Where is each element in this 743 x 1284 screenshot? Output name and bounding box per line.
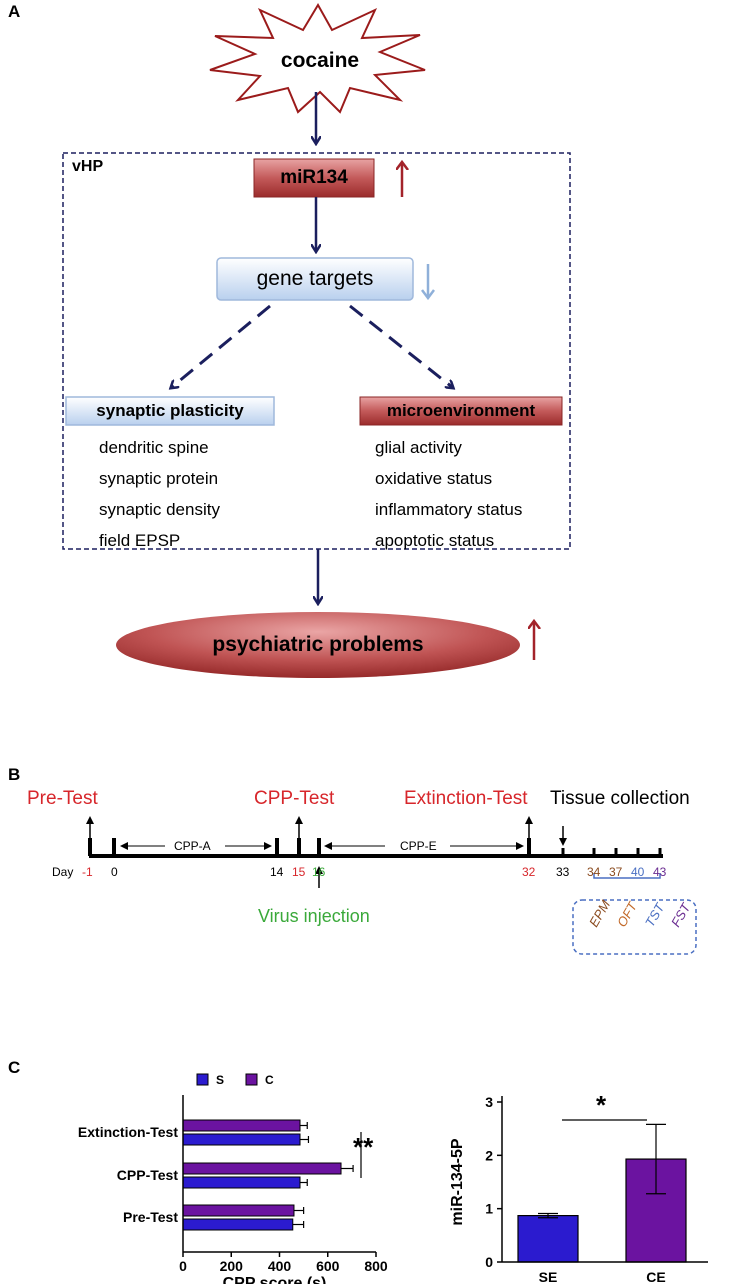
gene-targets-label: gene targets (256, 267, 374, 290)
category-label: Pre-Test (123, 1209, 178, 1225)
panel-c-letter: C (8, 1058, 21, 1077)
y-tick-label: 0 (485, 1254, 493, 1270)
list-item: apoptotic status (375, 531, 495, 550)
day-tick-label: 16 (312, 865, 326, 879)
synaptic-plasticity-label: synaptic plasticity (96, 401, 244, 420)
microenvironment-label: microenvironment (386, 401, 536, 420)
panel-b-letter: B (8, 765, 21, 784)
y-tick-label: 1 (485, 1201, 493, 1217)
panel-a-letter: A (8, 2, 21, 21)
synaptic-plasticity-box (65, 396, 275, 426)
psychiatric-problems-ellipse (116, 612, 520, 678)
list-item: oxidative status (375, 469, 493, 488)
virus-injection-label: Virus injection (258, 906, 370, 926)
list-item: synaptic density (99, 500, 220, 519)
list-item: field EPSP (99, 531, 181, 550)
day-tick-label: 15 (292, 865, 306, 879)
legend-swatch (245, 1073, 258, 1086)
bar (182, 1119, 301, 1132)
x-tick-label: 600 (316, 1258, 340, 1274)
category-label: CPP-Test (117, 1167, 179, 1183)
list-item: dendritic spine (99, 438, 209, 457)
day-tick-label: 14 (270, 865, 284, 879)
list-item: synaptic protein (99, 469, 219, 488)
y-tick-label: 3 (485, 1094, 493, 1110)
timeline-diagram (86, 816, 697, 955)
day-tick-label: 32 (522, 865, 536, 879)
bar (182, 1204, 295, 1217)
bar (182, 1218, 294, 1231)
mir134-box (253, 158, 375, 198)
day-tick-label: 43 (653, 865, 667, 879)
day-tick-label: 40 (631, 865, 645, 879)
bar (517, 1215, 579, 1263)
cocaine-label: cocaine (280, 49, 360, 72)
x-tick-label: 800 (364, 1258, 388, 1274)
day-tick-label: 0 (111, 865, 118, 879)
x-axis-label: CPP score (s) (223, 1275, 327, 1284)
x-tick-label: 400 (268, 1258, 292, 1274)
gene-targets-box (216, 257, 414, 301)
vhp-region-box (62, 152, 571, 550)
synaptic-plasticity-list: dendritic spine synaptic protein synapti… (99, 432, 220, 556)
legend-swatch (196, 1073, 209, 1086)
cocaine-burst (209, 3, 426, 114)
significance-marker-left: ** (353, 1132, 374, 1162)
bar (182, 1133, 301, 1146)
category-label: CE (646, 1269, 665, 1284)
day-label: Day (52, 865, 74, 879)
category-label: Extinction-Test (78, 1124, 178, 1140)
day-tick-label: 34 (587, 865, 601, 879)
y-tick-label: 2 (485, 1147, 493, 1163)
pre-test-label: Pre-Test (27, 788, 98, 809)
microenvironment-list: glial activity oxidative status inflamma… (375, 432, 522, 556)
bar (182, 1176, 301, 1189)
x-tick-label: 200 (220, 1258, 244, 1274)
y-axis-label: miR-134-5P (449, 1138, 466, 1225)
significance-marker-right: * (596, 1090, 607, 1120)
legend-label: C (265, 1073, 274, 1087)
day-tick-label: -1 (82, 865, 93, 879)
extinction-test-label: Extinction-Test (404, 788, 528, 809)
list-item: glial activity (375, 438, 462, 457)
mir134-label: miR134 (280, 167, 348, 188)
day-tick-label: 33 (556, 865, 570, 879)
mir134-expression-chart: SE CE 0 1 2 3 miR-134-5P * (449, 1090, 708, 1284)
cpp-e-label: CPP-E (400, 839, 437, 853)
category-label: SE (539, 1269, 558, 1284)
day-tick-label: 37 (609, 865, 623, 879)
panel-a-diagram (62, 3, 571, 678)
x-tick-label: 0 (179, 1258, 187, 1274)
microenvironment-box (359, 396, 563, 426)
psychiatric-problems-label: psychiatric problems (212, 633, 424, 656)
cpp-a-label: CPP-A (174, 839, 211, 853)
bar (182, 1162, 342, 1175)
tissue-collection-label: Tissue collection (550, 788, 690, 809)
vhp-label: vHP (72, 158, 104, 175)
legend-label: S (216, 1073, 224, 1087)
cpp-test-label: CPP-Test (254, 788, 335, 809)
list-item: inflammatory status (375, 500, 523, 519)
